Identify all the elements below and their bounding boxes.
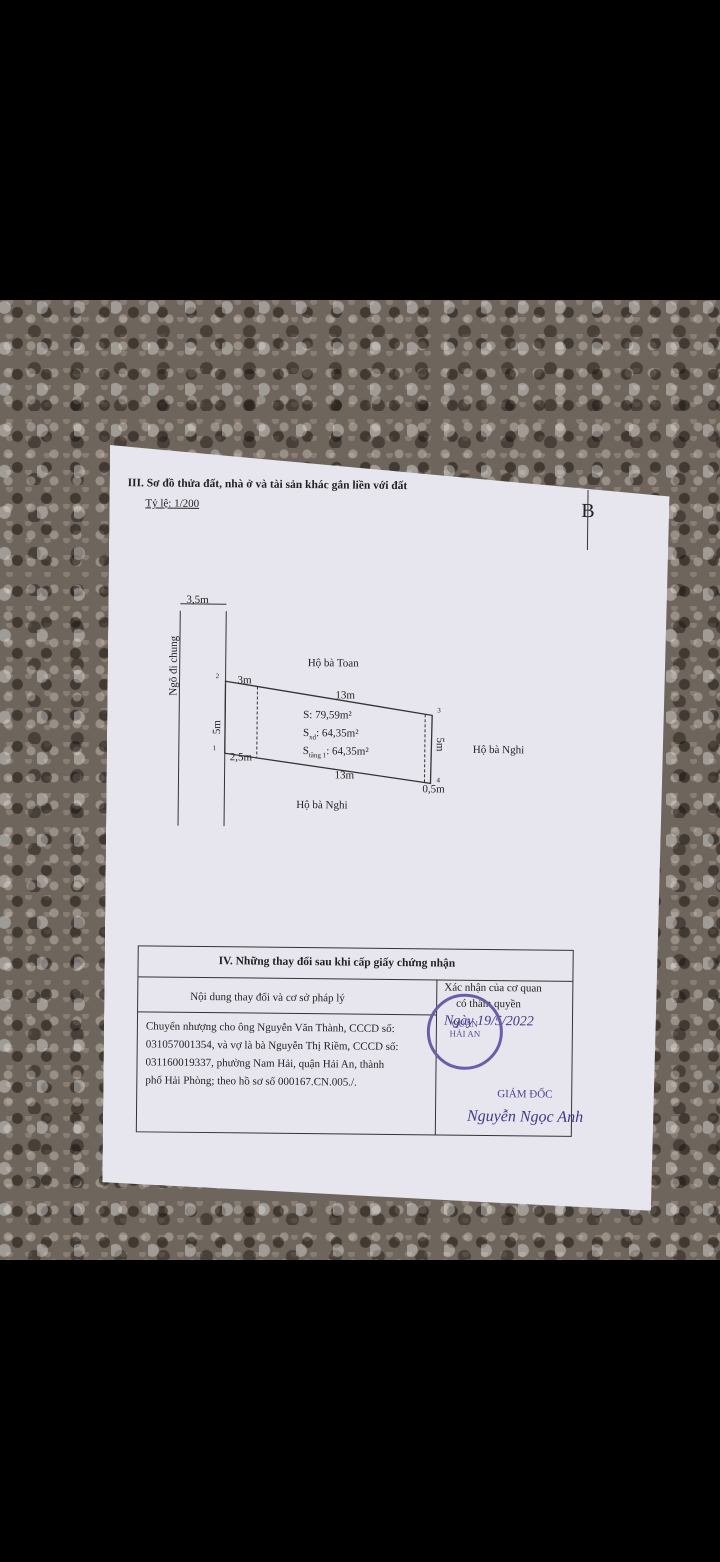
section4-table: IV. Những thay đổi sau khi cấp giấy chứn… — [136, 945, 574, 1137]
point-2: 2 — [215, 672, 220, 681]
content-line-1: Chuyển nhượng cho ông Nguyễn Văn Thành, … — [145, 1020, 395, 1036]
edge-label-top: 13m — [335, 689, 356, 702]
point-4: 4 — [436, 776, 441, 785]
neighbor-bottom-label: Hộ bà Nghi — [296, 798, 348, 812]
road-label: Ngõ đi chung — [167, 635, 181, 696]
section4-col2-header-l1: Xác nhận của cơ quan — [444, 981, 542, 995]
official-seal: QUẬN HẢI AN — [426, 993, 503, 1070]
seal-line-2: HẢI AN — [449, 1028, 481, 1039]
director-title: GIÁM ĐỐC — [497, 1088, 553, 1101]
edge-label-bottom-left: 2,5m — [229, 751, 253, 764]
content-line-2: 031057001354, và vợ là bà Nguyễn Thị Riề… — [145, 1038, 399, 1054]
section4-row-divider — [138, 1011, 436, 1015]
neighbor-right-label: Hộ bà Nghi — [472, 743, 525, 757]
certificate-page: III. Sơ đồ thửa đất, nhà ở và tài sản kh… — [102, 445, 670, 1211]
neighbor-top-label: Hộ bà Toan — [307, 657, 359, 670]
edge-label-left: 5m — [211, 720, 224, 735]
content-line-3: 031160019337, phường Nam Hải, quận Hải A… — [145, 1056, 385, 1071]
road-width-label: 3,5m — [186, 593, 209, 607]
edge-label-right: 5m — [433, 737, 446, 752]
edge-label-bottom: 13m — [334, 769, 355, 782]
section4-title: IV. Những thay đổi sau khi cấp giấy chứn… — [218, 955, 456, 970]
section4-col1-header: Nội dung thay đổi và cơ sở pháp lý — [190, 990, 345, 1005]
scale-label: Tỷ lệ: 1/200 — [145, 497, 200, 510]
section3-title: III. Sơ đồ thửa đất, nhà ở và tài sản kh… — [127, 477, 408, 493]
area-floor: Stầng 1: 64,35m² — [302, 745, 369, 760]
area-total: S: 79,59m² — [303, 709, 352, 722]
plot-diagram — [106, 585, 468, 829]
corner-offset-label: 0,5m — [422, 783, 445, 796]
area-built: Sxd: 64,35m² — [302, 727, 359, 742]
edge-label-top-left: 3m — [237, 674, 252, 687]
point-3: 3 — [437, 706, 441, 715]
director-signature: Nguyễn Ngọc Anh — [466, 1107, 584, 1126]
point-1: 1 — [212, 744, 217, 753]
content-line-4: phố Hải Phòng; theo hồ sơ số 000167.CN.0… — [145, 1074, 357, 1089]
